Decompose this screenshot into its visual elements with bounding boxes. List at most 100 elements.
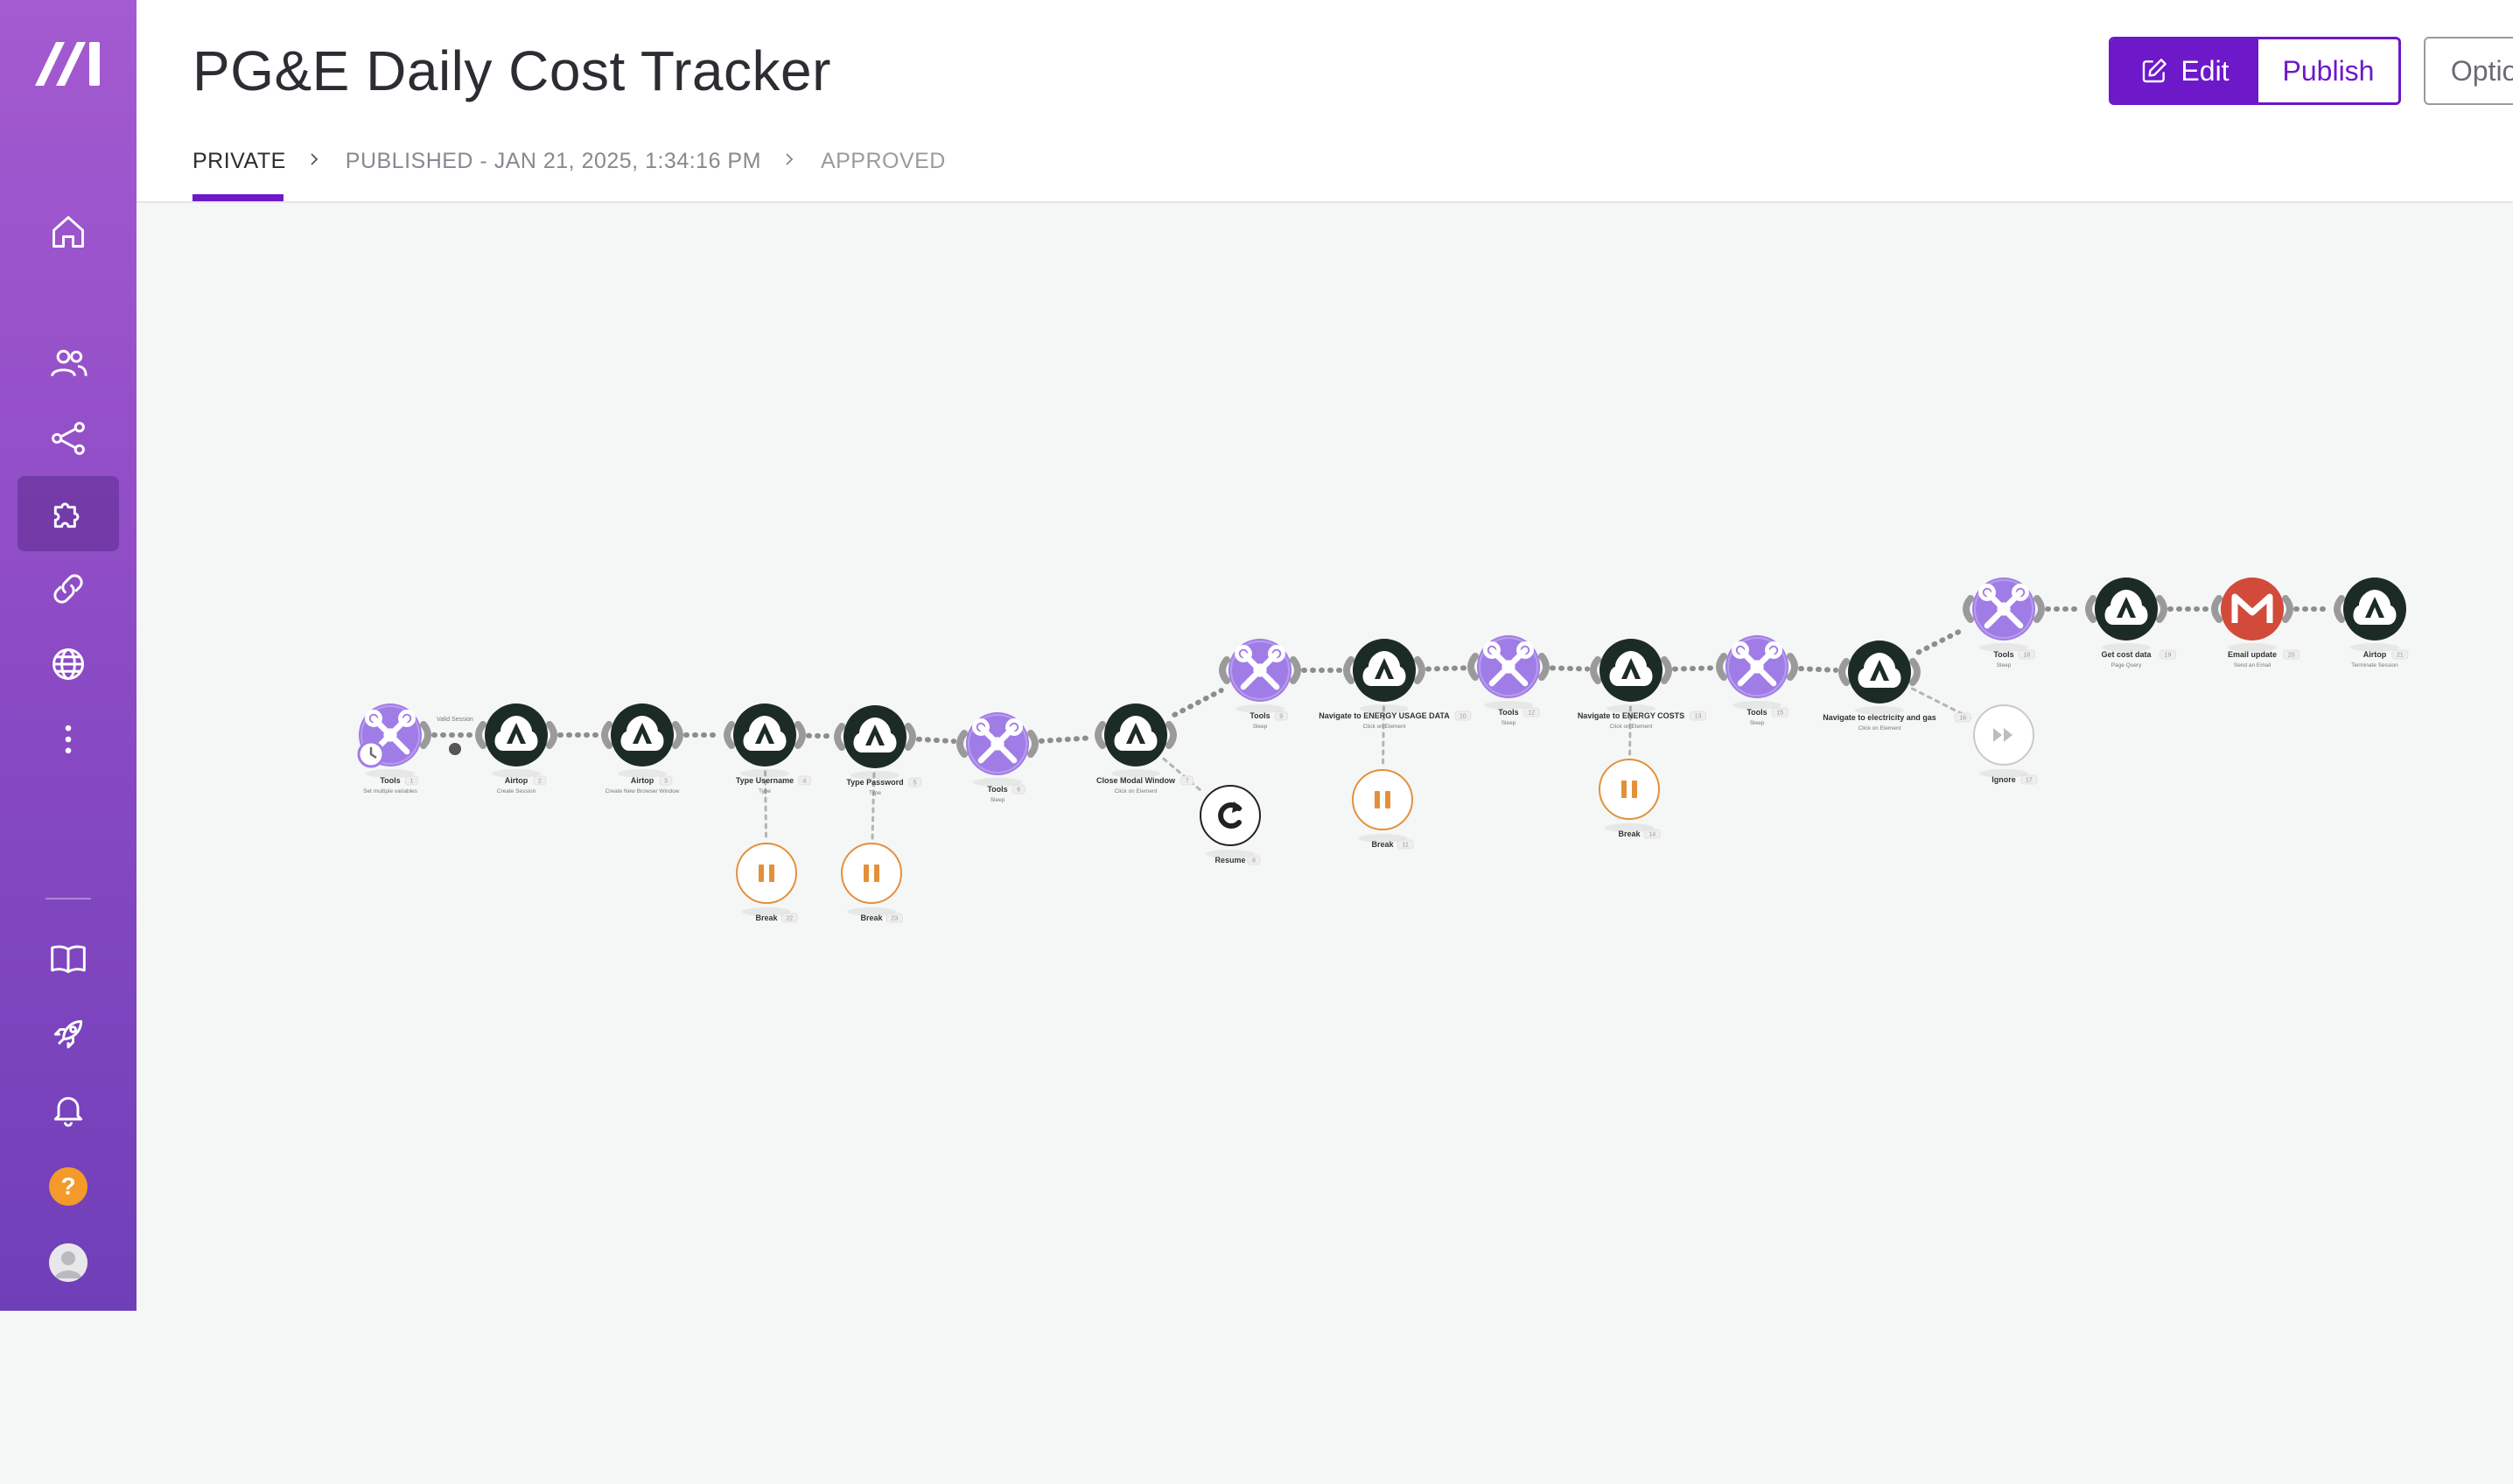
- connector-handle[interactable]: [727, 724, 732, 746]
- connector-handle[interactable]: [1842, 662, 1846, 682]
- connector-handle[interactable]: [908, 726, 913, 747]
- sidebar-item-connections[interactable]: [18, 551, 119, 626]
- connector-handle[interactable]: [1664, 660, 1669, 681]
- connector-handle[interactable]: [2160, 598, 2164, 620]
- sidebar-item-webhooks[interactable]: [18, 626, 119, 702]
- module-id-badge: 22: [786, 916, 793, 922]
- connector-handle[interactable]: [1418, 660, 1422, 681]
- connector-handle[interactable]: [424, 724, 428, 746]
- make-logo-icon[interactable]: [33, 38, 103, 88]
- connector-handle[interactable]: [2337, 598, 2342, 620]
- pause-icon: [1621, 780, 1627, 798]
- sidebar-item-templates[interactable]: [18, 476, 119, 551]
- connector-handle[interactable]: [676, 724, 680, 746]
- connector-handle[interactable]: [1719, 656, 1724, 677]
- sidebar-item-team[interactable]: [18, 326, 119, 401]
- sidebar-item-whats-new[interactable]: [18, 997, 119, 1072]
- connector-handle[interactable]: [1913, 662, 1917, 682]
- breadcrumb-private[interactable]: PRIVATE: [192, 149, 286, 174]
- sidebar-item-help[interactable]: ?: [18, 1149, 119, 1224]
- module-label: Tools: [987, 785, 1007, 794]
- connector-handle[interactable]: [2215, 598, 2219, 620]
- module-action: Set multiple variables: [363, 788, 418, 794]
- pause-icon: [759, 864, 764, 882]
- rocket-icon: [49, 1015, 88, 1054]
- sidebar-item-home[interactable]: [18, 194, 119, 270]
- connector-handle[interactable]: [605, 724, 609, 746]
- connector-handle[interactable]: [1471, 656, 1475, 677]
- module-id-badge: 12: [1528, 710, 1535, 717]
- connector-handle[interactable]: [837, 726, 842, 747]
- module-label: Airtop: [505, 776, 528, 785]
- filter-icon[interactable]: [449, 743, 461, 755]
- edit-button[interactable]: Edit: [2111, 39, 2258, 102]
- connector-handle[interactable]: [2089, 598, 2093, 620]
- sidebar-item-profile[interactable]: [18, 1225, 119, 1300]
- connector-handle[interactable]: [1593, 660, 1598, 681]
- sidebar-item-scenarios[interactable]: [18, 401, 119, 476]
- sidebar-item-docs[interactable]: [18, 921, 119, 997]
- edit-button-label: Edit: [2180, 55, 2229, 88]
- link-icon: [49, 570, 88, 608]
- sidebar-item-notifications[interactable]: [18, 1072, 119, 1147]
- module-action: Create Session: [497, 788, 536, 794]
- breadcrumb-approved[interactable]: APPROVED: [821, 149, 946, 174]
- connector-handle[interactable]: [1031, 733, 1035, 754]
- module-action: Terminate Session: [2351, 662, 2398, 668]
- page-title: PG&E Daily Cost Tracker: [192, 38, 831, 103]
- connector-handle[interactable]: [1293, 660, 1298, 681]
- module-action: Page Query: [2111, 662, 2142, 668]
- connector-handle[interactable]: [1966, 598, 1970, 620]
- connector-handle[interactable]: [798, 724, 802, 746]
- connector-handle[interactable]: [1347, 660, 1351, 681]
- module-id-badge: 13: [1695, 714, 1702, 720]
- route-link: [1919, 629, 1965, 653]
- connector-handle[interactable]: [2286, 598, 2290, 620]
- connector-handle[interactable]: [550, 724, 554, 746]
- connector-handle[interactable]: [2037, 598, 2041, 620]
- sidebar-item-more[interactable]: [18, 702, 119, 777]
- sidebar: ?: [0, 0, 136, 1311]
- publish-button[interactable]: Publish: [2258, 39, 2398, 102]
- connector-handle[interactable]: [1169, 724, 1173, 746]
- page-header: PG&E Daily Cost Tracker PRIVATE PUBLISHE…: [136, 0, 2513, 203]
- connector-handle[interactable]: [960, 733, 964, 754]
- bell-icon: [49, 1090, 88, 1129]
- connector-handle[interactable]: [1098, 724, 1102, 746]
- breadcrumb-published[interactable]: PUBLISHED - JAN 21, 2025, 1:34:16 PM: [346, 149, 761, 174]
- filter-label[interactable]: Valid Session: [437, 717, 473, 723]
- connector-handle[interactable]: [1542, 656, 1546, 677]
- pause-icon: [1375, 791, 1380, 808]
- connector-handle[interactable]: [479, 724, 483, 746]
- options-dropdown[interactable]: Options: [2424, 37, 2513, 105]
- connector-handle[interactable]: [1790, 656, 1795, 677]
- module-action: Click on Element: [1115, 788, 1158, 794]
- module-label: Navigate to ENERGY USAGE DATA: [1319, 711, 1450, 720]
- connector-handle[interactable]: [1222, 660, 1227, 681]
- module-id-badge: 23: [891, 916, 898, 922]
